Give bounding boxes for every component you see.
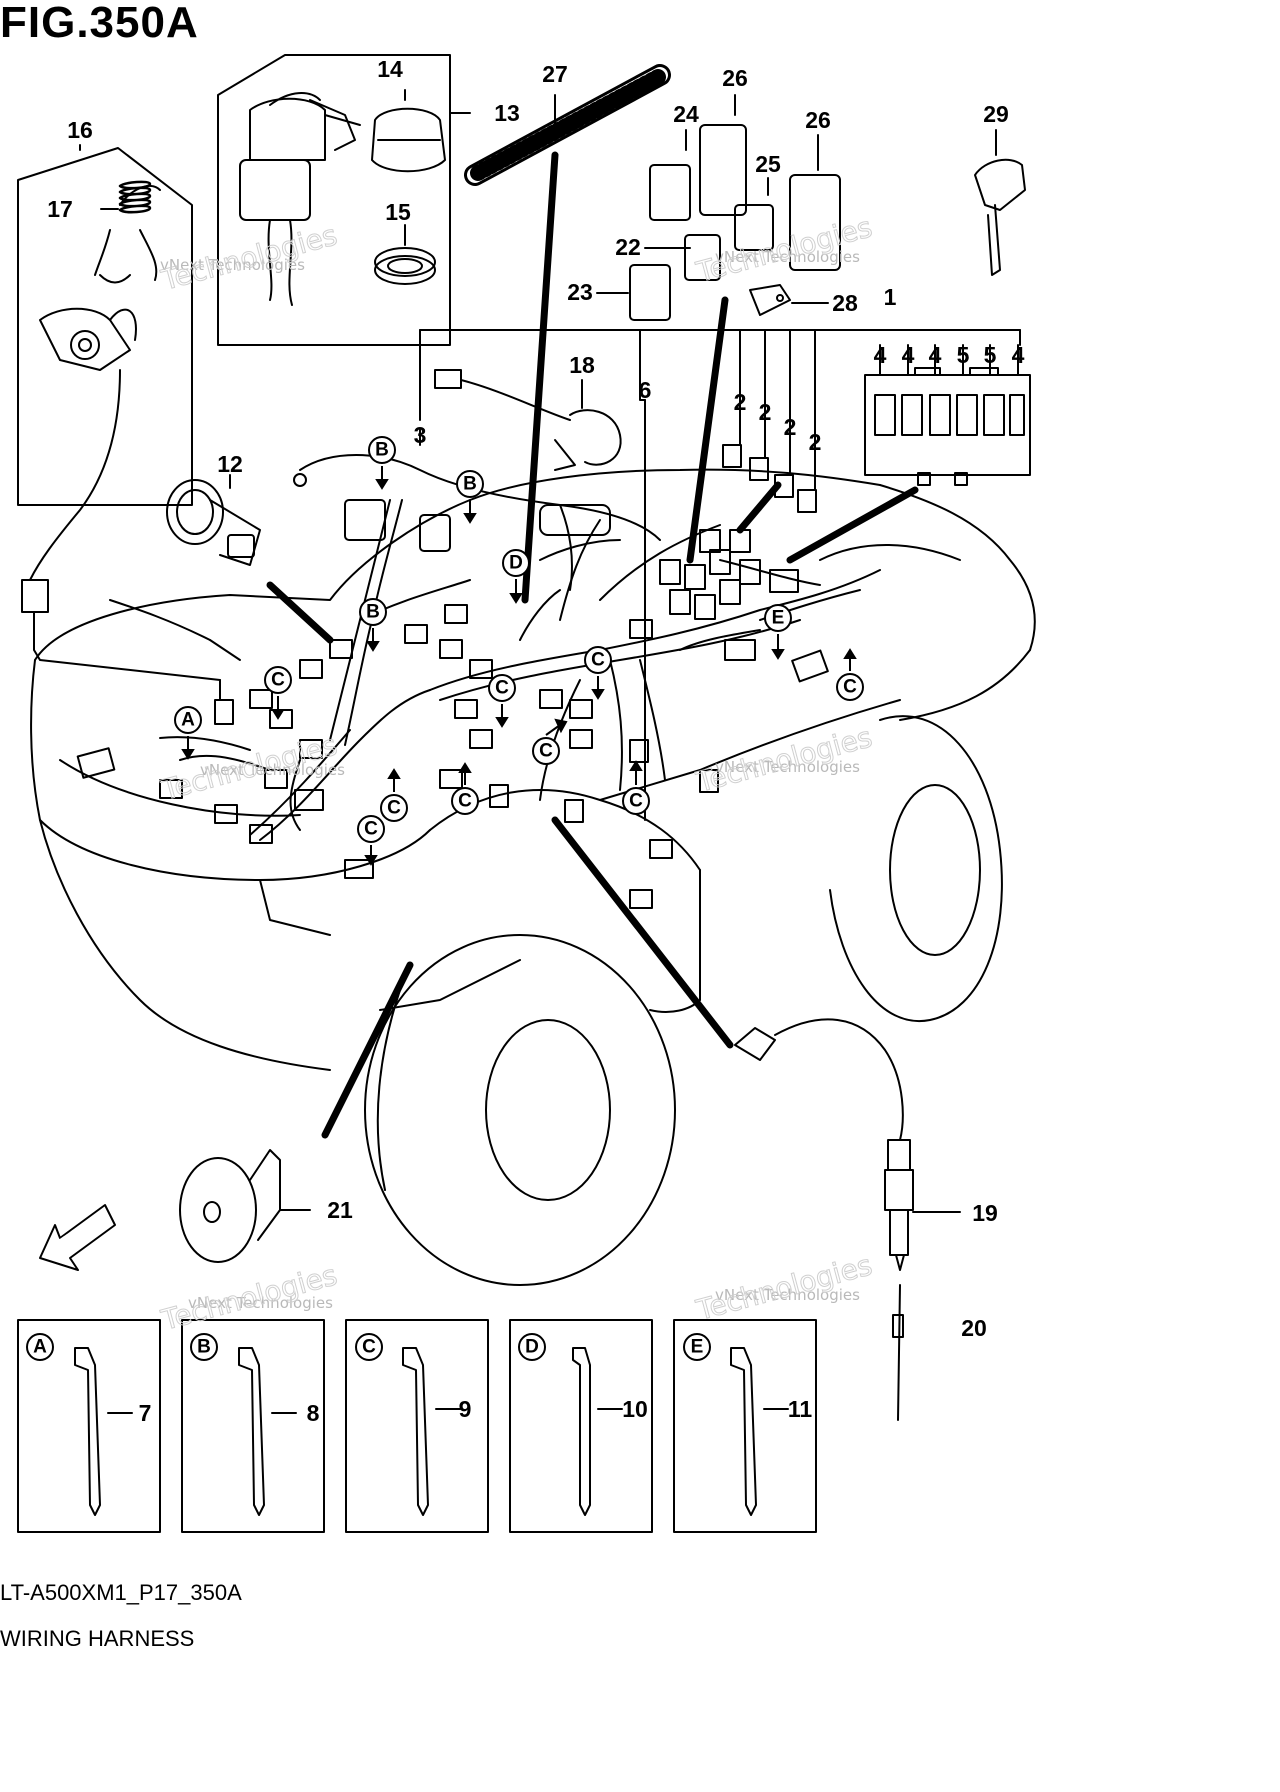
callout-17: 17	[47, 196, 73, 222]
callout-3: 3	[414, 422, 427, 448]
clip-marker-e: E	[772, 608, 785, 629]
legend-marker-c: C	[362, 1337, 376, 1358]
horn-21	[179, 1149, 311, 1263]
part-12-socket	[166, 479, 261, 566]
clip-marker-b: B	[375, 440, 389, 461]
callout-9: 9	[459, 1396, 472, 1422]
clip-marker-c: C	[271, 670, 285, 691]
legend-marker-d: D	[525, 1337, 539, 1358]
callout-26: 26	[722, 65, 748, 91]
rear-wheel	[829, 715, 1003, 1023]
callout-24: 24	[673, 101, 699, 127]
corrugated-tube-27	[464, 64, 671, 186]
clip-marker-c: C	[843, 677, 857, 698]
clip-marker-c: C	[629, 791, 643, 812]
part-16-connector	[21, 579, 221, 701]
callout-14: 14	[377, 56, 403, 82]
legend-boxes	[17, 1319, 817, 1533]
watermarks: vNext Technologies Technologies vNext Te…	[157, 210, 876, 1338]
part-18	[434, 369, 622, 471]
callout-15: 15	[385, 199, 411, 225]
clip-marker-c: C	[539, 741, 553, 762]
marker-arrows	[181, 466, 857, 866]
clip-20	[892, 1284, 904, 1421]
callout-19: 19	[972, 1200, 998, 1226]
figure-title: FIG.350A	[0, 0, 199, 47]
harness-connectors	[76, 604, 829, 909]
clip-marker-b: B	[366, 602, 380, 623]
callout-8: 8	[307, 1400, 320, 1426]
callout-16: 16	[67, 117, 93, 143]
front-wheel	[364, 934, 676, 1286]
callout-5: 5	[984, 342, 997, 368]
callout-6: 6	[639, 377, 652, 403]
callout-2: 2	[784, 414, 797, 440]
callout-4: 4	[874, 342, 887, 368]
callout-12: 12	[217, 451, 243, 477]
callout-1: 1	[884, 284, 897, 310]
callout-18: 18	[569, 352, 595, 378]
callout-27: 27	[542, 61, 568, 87]
callout-29: 29	[983, 101, 1009, 127]
callout-25: 25	[755, 151, 781, 177]
clip-marker-c: C	[495, 678, 509, 699]
callout-7: 7	[139, 1400, 152, 1426]
legend-marker-a: A	[33, 1337, 47, 1358]
clip-marker-letters: A B C D E A B B B D E C C C C C C C C C	[33, 440, 857, 1358]
callout-20: 20	[961, 1315, 987, 1341]
watermark-text: vNext Technologies	[715, 758, 860, 776]
callout-22: 22	[615, 234, 641, 260]
watermark-text: vNext Technologies	[200, 761, 345, 779]
clip-marker-c: C	[364, 819, 378, 840]
clip-marker-d: D	[509, 553, 523, 574]
fwd-label: FWD	[54, 1215, 99, 1255]
relay-cluster-installed	[659, 529, 799, 620]
clip-marker-c: C	[387, 798, 401, 819]
legend-marker-e: E	[691, 1337, 704, 1358]
callout-21: 21	[327, 1197, 353, 1223]
sensor-19	[734, 1018, 961, 1271]
clip-marker-a: A	[181, 710, 195, 731]
callout-leaders	[79, 89, 997, 821]
clip-marker-c: C	[458, 791, 472, 812]
handlebar-switch-area	[293, 454, 661, 591]
part-callouts: 1 2 2 2 2 3 4 4 4 4 5 5 6 7 8 9 10 11 12…	[47, 56, 1024, 1426]
watermark-text: Technologies	[157, 218, 340, 297]
callout-4: 4	[902, 342, 915, 368]
callout-2: 2	[759, 399, 772, 425]
callout-4: 4	[929, 342, 942, 368]
callout-13: 13	[494, 100, 520, 126]
fuse-box-1	[419, 329, 1031, 486]
coiled-lead	[118, 180, 152, 214]
watermark-text: vNext Technologies	[715, 248, 860, 266]
callout-28: 28	[832, 290, 858, 316]
leader-lines	[266, 151, 919, 1139]
legend-ties	[74, 1347, 789, 1516]
callout-5: 5	[957, 342, 970, 368]
callout-4: 4	[1012, 342, 1025, 368]
callout-26: 26	[805, 107, 831, 133]
clip-marker-b: B	[463, 474, 477, 495]
figure-code: LT-A500XM1_P17_350A	[0, 1580, 242, 1605]
part-13-box	[217, 54, 471, 346]
small-relays-2	[419, 329, 817, 513]
watermark-text: vNext Technologies	[188, 1294, 333, 1312]
clip-marker-c: C	[591, 650, 605, 671]
figure-name: WIRING HARNESS	[0, 1626, 195, 1651]
atv-body-outline	[30, 468, 1036, 1071]
clip-markers	[26, 436, 864, 1361]
callout-10: 10	[622, 1396, 648, 1422]
relays-group	[629, 124, 841, 321]
callout-11: 11	[788, 1396, 813, 1422]
callout-2: 2	[809, 429, 822, 455]
callout-2: 2	[734, 389, 747, 415]
watermark-text: vNext Technologies	[715, 1286, 860, 1304]
watermark-text: vNext Technologies	[160, 256, 305, 274]
legend-marker-b: B	[197, 1337, 211, 1358]
part-16-box	[17, 147, 193, 581]
key-29	[974, 158, 1026, 276]
callout-23: 23	[567, 279, 593, 305]
fwd-arrow	[39, 1204, 116, 1271]
